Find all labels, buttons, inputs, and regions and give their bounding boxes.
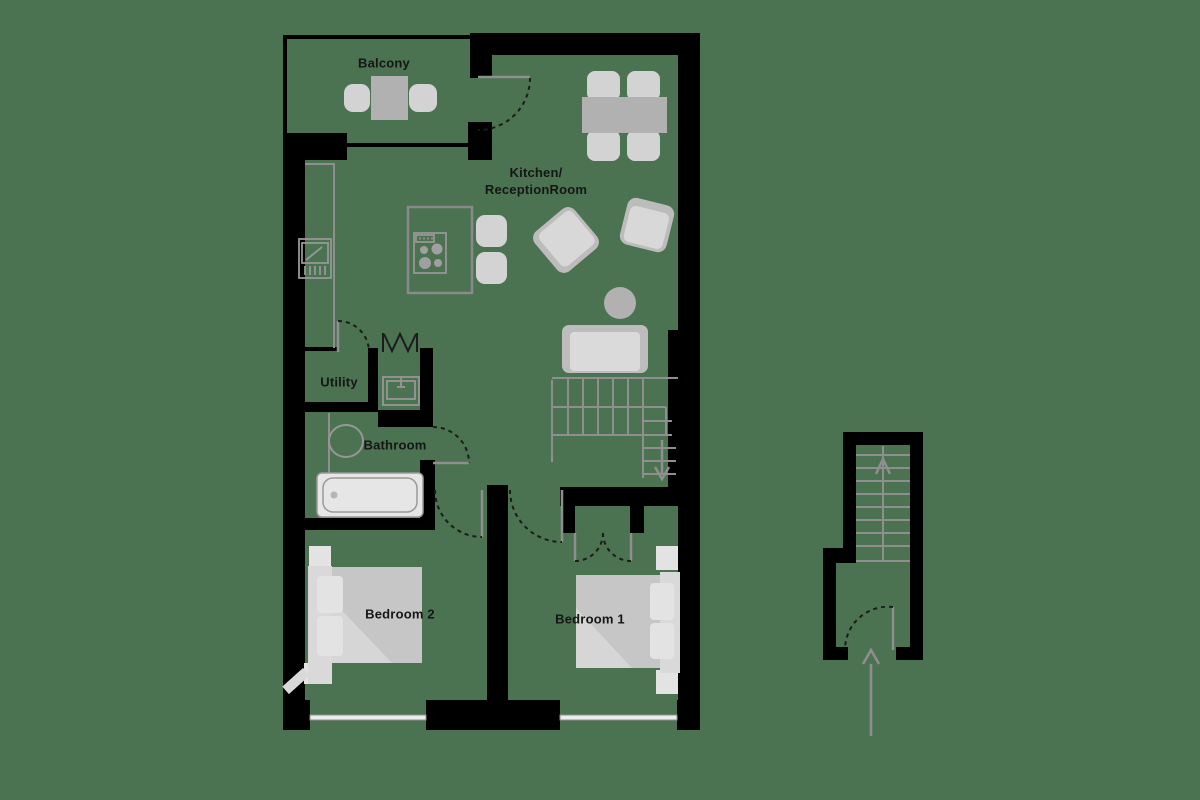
wall-bottom-left-stub (283, 700, 310, 730)
utility-label: Utility (320, 374, 358, 390)
wall-bottom-center (426, 700, 560, 730)
kitchen-reception-label: Kitchen/ ReceptionRoom (485, 164, 587, 198)
balcony-label: Balcony (358, 55, 410, 71)
stairblock-wall-right (910, 432, 923, 660)
stool (476, 215, 507, 247)
wall-topleft-block (283, 133, 347, 160)
communal-stairs (856, 446, 910, 736)
bedside-table (656, 546, 678, 570)
armchair (533, 207, 599, 273)
utility-door (336, 320, 370, 353)
dining-chair (587, 71, 620, 101)
round-side-table (604, 287, 636, 319)
pillow (317, 616, 343, 656)
pillow (650, 583, 674, 620)
dining-chair (627, 130, 660, 161)
duvet-fold (576, 608, 632, 668)
bathtub-icon (316, 472, 424, 518)
wall-bathroom-bottom (297, 518, 433, 530)
wall-balcony-door-jamb-bottom (468, 122, 492, 160)
wall-right (678, 33, 700, 730)
dining-chair (627, 71, 660, 101)
bedside-table (309, 546, 331, 566)
wall-left (283, 137, 305, 730)
entrance-door (843, 605, 895, 651)
windows (309, 714, 678, 721)
shelf (282, 667, 310, 695)
balcony-chair-left (344, 84, 370, 112)
duvet-fold (332, 600, 392, 663)
interior-stairs (551, 377, 678, 482)
bedroom2-door (434, 489, 484, 538)
bedside-table (656, 670, 678, 694)
bedroom1-label: Bedroom 1 (555, 611, 625, 627)
balcony-walls (283, 35, 475, 137)
kitchen-island (406, 205, 474, 295)
stove-icon (413, 232, 447, 274)
wall-nook-right (420, 348, 433, 412)
island-outline (406, 205, 474, 295)
dining-table (582, 97, 667, 133)
sofa (562, 325, 648, 373)
entry-arrow-icon (861, 647, 881, 736)
stool (476, 252, 507, 284)
wall-right-pilaster (668, 330, 680, 497)
wall-bedroom1-top (560, 487, 700, 506)
dining-chair (587, 130, 620, 161)
wall-balcony-door-jamb-top (470, 33, 492, 78)
staircase-block-walls (823, 432, 923, 660)
doors (336, 75, 895, 651)
wall-utility-right (368, 348, 378, 412)
wardrobe-doors (573, 532, 633, 562)
wall-bottom-right-stub (677, 700, 700, 730)
pillow (317, 576, 343, 613)
sink-icon (298, 238, 332, 279)
furniture (282, 71, 680, 695)
stairblock-wall-top (843, 432, 923, 445)
balcony-wall-top (283, 35, 475, 39)
bedroom2-label: Bedroom 2 (365, 606, 435, 622)
balcony-door (477, 75, 531, 131)
balcony-table (371, 76, 408, 120)
washbasin-icon (382, 376, 420, 406)
wall-wardrobe-left-stub (562, 506, 575, 533)
bathroom-fixtures (316, 376, 424, 518)
interior-walls (297, 347, 700, 703)
wall-utility-bottom (300, 402, 378, 412)
stairblock-wall-bottom-left (823, 647, 848, 660)
bed-bedroom2 (282, 546, 422, 695)
wall-top-kitchen (473, 33, 700, 55)
kitchen-counter (298, 163, 335, 348)
toilet-icon (328, 424, 364, 458)
bathroom-door (432, 426, 470, 465)
wall-wardrobe-right-stub (630, 506, 644, 533)
balcony-chair-right (409, 84, 437, 112)
window-bedroom1 (559, 714, 678, 721)
wall-balcony-boundary (345, 143, 473, 147)
armchair (619, 197, 675, 253)
wall-bathroom-right (420, 460, 435, 530)
window-bedroom2 (309, 714, 427, 721)
kitchen-label-line1: Kitchen/ (509, 165, 563, 180)
up-arrow-icon (874, 456, 892, 475)
stairblock-wall-left-lower (823, 548, 836, 660)
bed-bedroom1 (576, 546, 680, 694)
bathroom-label: Bathroom (363, 437, 427, 453)
wall-bathroom-top (378, 410, 433, 427)
bedroom1-door (509, 489, 564, 543)
bifold-door-icon (382, 331, 418, 354)
wall-utility-top (303, 347, 339, 351)
pillow (650, 623, 674, 659)
stairblock-wall-bottom-right (896, 647, 923, 660)
kitchen-label-line2: ReceptionRoom (484, 182, 588, 197)
down-arrow-icon (653, 440, 671, 482)
exterior-walls (283, 33, 700, 730)
stairblock-wall-left-upper (843, 432, 856, 563)
balcony-wall-left (283, 35, 287, 137)
wall-between-bedrooms (487, 485, 508, 703)
